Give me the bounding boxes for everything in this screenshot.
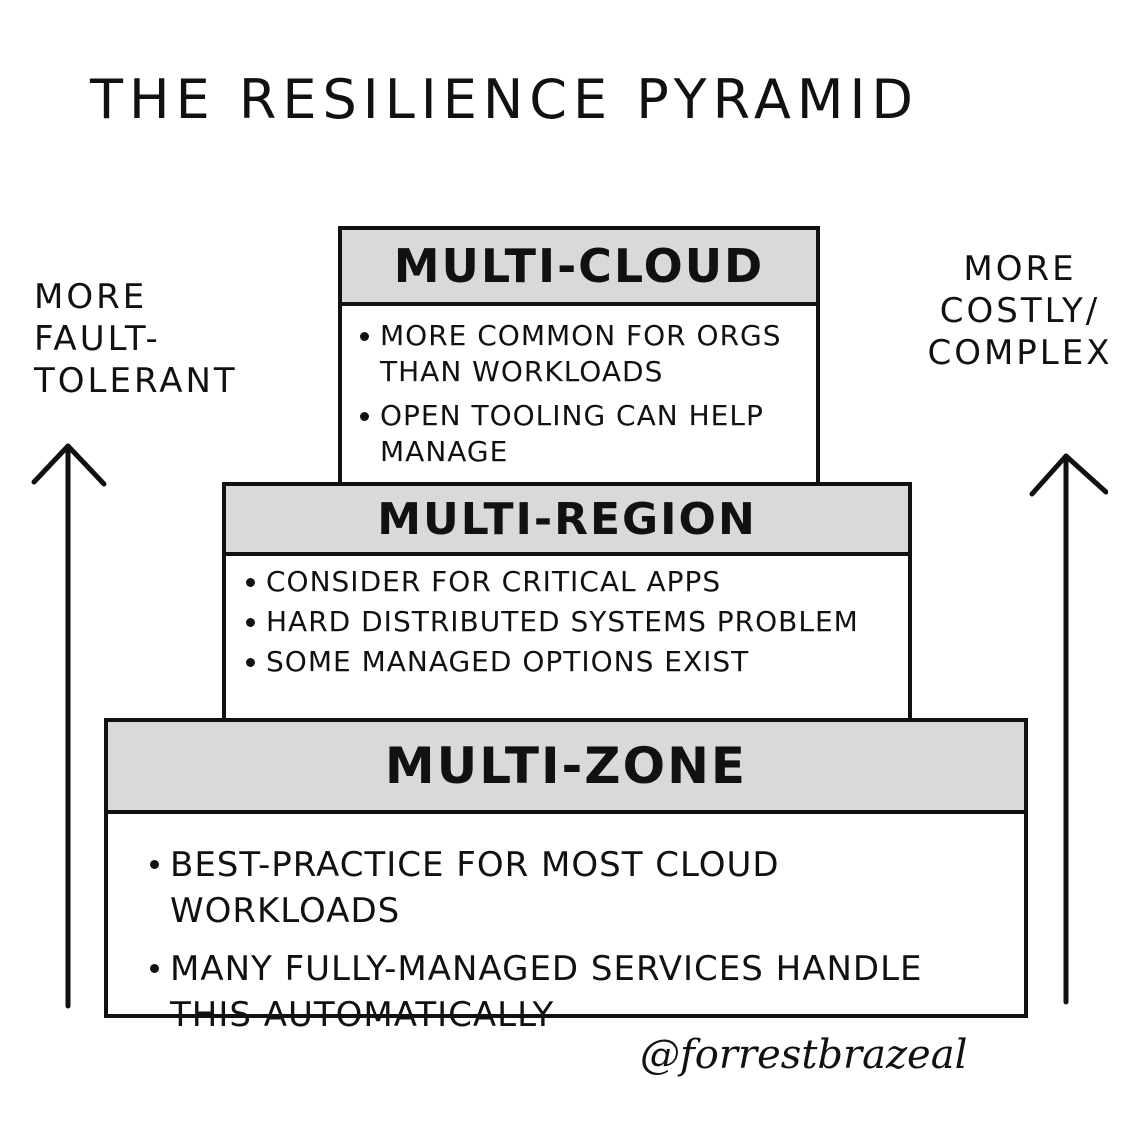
tier-title: MULTI-CLOUD xyxy=(342,230,816,306)
up-arrow-right-icon xyxy=(1029,453,1108,1005)
bullet-list: CONSIDER FOR CRITICAL APPS HARD DISTRIBU… xyxy=(244,566,896,678)
author-signature: @forrestbrazeal xyxy=(640,1032,968,1078)
bullet-item: MANY FULLY-MANAGED SERVICES HANDLE THIS … xyxy=(148,946,1004,1038)
bullet-item: OPEN TOOLING CAN HELP MANAGE xyxy=(358,398,802,470)
bullet-item: MORE COMMON FOR ORGS THAN WORKLOADS xyxy=(358,318,802,390)
bullet-list: MORE COMMON FOR ORGS THAN WORKLOADS OPEN… xyxy=(358,318,802,470)
bullet-item: CONSIDER FOR CRITICAL APPS xyxy=(244,566,896,598)
diagram-title: THE RESILIENCE PYRAMID xyxy=(90,68,919,131)
tier-multi-zone: MULTI-ZONE BEST-PRACTICE FOR MOST CLOUD … xyxy=(104,718,1028,1035)
tier-title: MULTI-ZONE xyxy=(108,722,1024,814)
tier-multi-cloud: MULTI-CLOUD MORE COMMON FOR ORGS THAN WO… xyxy=(338,226,820,488)
bullet-item: SOME MANAGED OPTIONS EXIST xyxy=(244,646,896,678)
bullet-list: BEST-PRACTICE FOR MOST CLOUD WORKLOADS M… xyxy=(148,842,1004,1038)
bullet-item: BEST-PRACTICE FOR MOST CLOUD WORKLOADS xyxy=(148,842,1004,934)
costly-complex-label: MORE COSTLY/ COMPLEX xyxy=(927,249,1113,373)
fault-tolerant-label: MORE FAULT- TOLERANT xyxy=(34,277,238,401)
tier-multi-region: MULTI-REGION CONSIDER FOR CRITICAL APPS … xyxy=(222,482,912,724)
bullet-item: HARD DISTRIBUTED SYSTEMS PROBLEM xyxy=(244,606,896,638)
tier-title: MULTI-REGION xyxy=(226,486,908,556)
up-arrow-left-icon xyxy=(31,443,107,1009)
